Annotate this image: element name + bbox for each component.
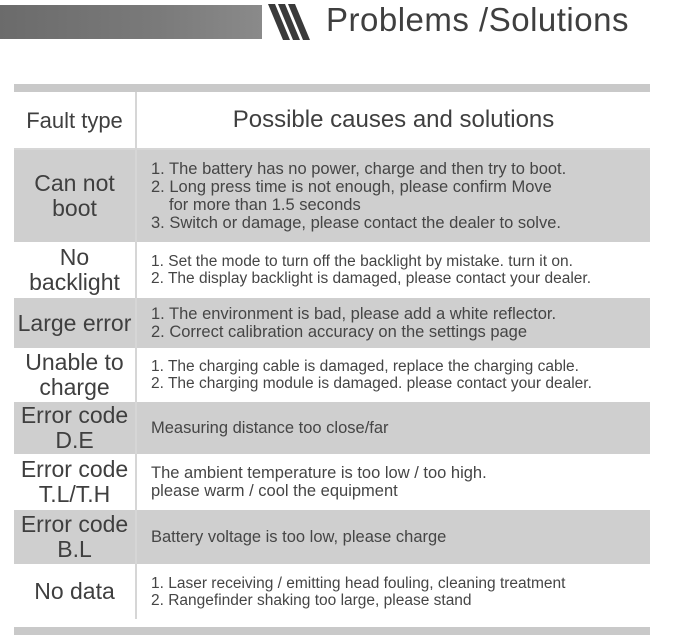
header-causes: Possible causes and solutions xyxy=(232,106,555,133)
fault-type-cell: Unable to charge xyxy=(14,348,137,402)
cause-line: 1. Laser receiving / emitting head fouli… xyxy=(151,574,566,592)
cause-line: The ambient temperature is too low / too… xyxy=(151,464,487,482)
header-fault-type: Fault type xyxy=(14,92,137,148)
table-row: Large error 1. The environment is bad, p… xyxy=(14,298,650,348)
stripes-decoration-icon xyxy=(268,4,310,40)
cause-line: please warm / cool the equipment xyxy=(151,482,398,500)
causes-cell: 1. The battery has no power, charge and … xyxy=(137,150,650,242)
cause-line: 2. Long press time is not enough, please… xyxy=(151,178,552,196)
cause-line: 2. Correct calibration accuracy on the s… xyxy=(151,323,528,341)
fault-type-cell: No backlight xyxy=(14,242,137,298)
causes-cell: 1. Set the mode to turn off the backligh… xyxy=(137,242,650,298)
fault-type-cell: Large error xyxy=(14,298,137,348)
causes-cell: 1. Laser receiving / emitting head fouli… xyxy=(137,564,650,619)
table-row: Error code T.L/T.H The ambient temperatu… xyxy=(14,454,650,510)
fault-type-cell: Error code D.E xyxy=(14,402,137,454)
causes-cell: Battery voltage is too low, please charg… xyxy=(137,510,650,564)
table-row: Error code B.L Battery voltage is too lo… xyxy=(14,510,650,564)
table-row: No data 1. Laser receiving / emitting he… xyxy=(14,564,650,619)
cause-line: 3. Switch or damage, please contact the … xyxy=(151,214,561,232)
cause-line: 1. Set the mode to turn off the backligh… xyxy=(151,253,573,270)
cause-line: 1. The charging cable is damaged, replac… xyxy=(151,358,579,375)
table-row: Error code D.E Measuring distance too cl… xyxy=(14,402,650,454)
causes-cell: The ambient temperature is too low / too… xyxy=(137,454,650,510)
causes-cell: 1. The environment is bad, please add a … xyxy=(137,298,650,348)
fault-type-cell: Can not boot xyxy=(14,150,137,242)
cause-line: Measuring distance too close/far xyxy=(151,419,389,437)
page-title: Problems /Solutions xyxy=(326,1,629,38)
table-row: Can not boot 1. The battery has no power… xyxy=(14,150,650,242)
cause-line: 2. The display backlight is damaged, ple… xyxy=(151,270,592,287)
fault-type-cell: Error code B.L xyxy=(14,510,137,564)
troubleshooting-table: Fault type Possible causes and solutions… xyxy=(14,84,650,619)
table-bottom-border xyxy=(14,627,650,635)
cause-line: 1. The battery has no power, charge and … xyxy=(151,160,567,178)
cause-line: 1. The environment is bad, please add a … xyxy=(151,305,557,323)
fault-type-cell: No data xyxy=(14,564,137,619)
causes-cell: Measuring distance too close/far xyxy=(137,402,650,454)
cause-line: for more than 1.5 seconds xyxy=(169,196,361,214)
table-row: Unable to charge 1. The charging cable i… xyxy=(14,348,650,402)
cause-line: Battery voltage is too low, please charg… xyxy=(151,528,447,546)
fault-type-cell: Error code T.L/T.H xyxy=(14,454,137,510)
cause-line: 2. Rangefinder shaking too large, please… xyxy=(151,591,472,609)
table-row: No backlight 1. Set the mode to turn off… xyxy=(14,242,650,298)
header-bar xyxy=(0,5,262,39)
causes-cell: 1. The charging cable is damaged, replac… xyxy=(137,348,650,402)
table-header-row: Fault type Possible causes and solutions xyxy=(14,92,650,150)
cause-line: 2. The charging module is damaged. pleas… xyxy=(151,375,592,392)
